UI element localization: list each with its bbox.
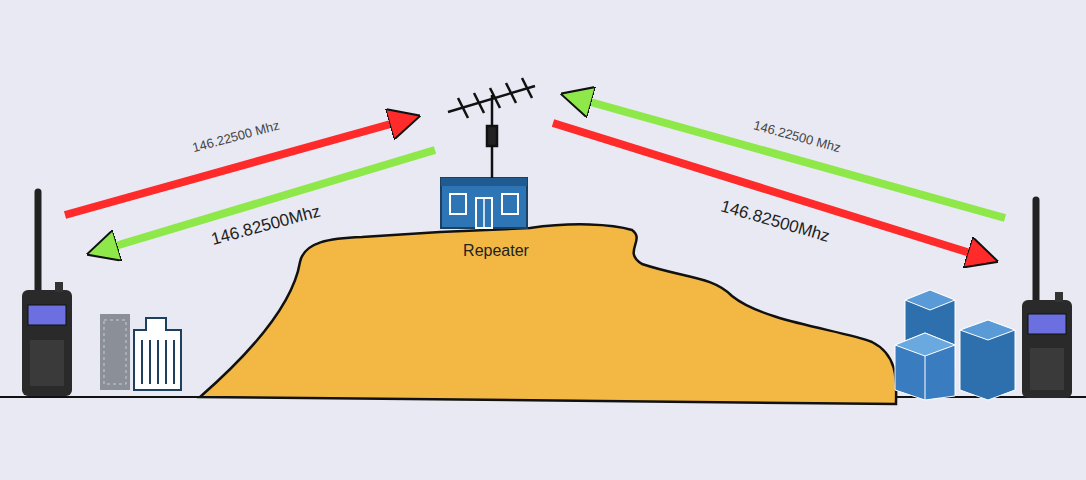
downlink-arrow xyxy=(553,123,983,257)
handheld-radio xyxy=(22,192,72,396)
handheld-radio xyxy=(1022,200,1072,398)
downlink-arrow xyxy=(102,150,435,250)
station-label: Repeater xyxy=(463,242,529,260)
repeater-building xyxy=(441,178,527,228)
city-buildings xyxy=(100,314,181,390)
hill xyxy=(200,224,896,404)
frequency-label: 146.22500 Mhz xyxy=(191,118,281,155)
yagi-antenna xyxy=(448,78,535,178)
city-buildings xyxy=(895,290,1015,400)
